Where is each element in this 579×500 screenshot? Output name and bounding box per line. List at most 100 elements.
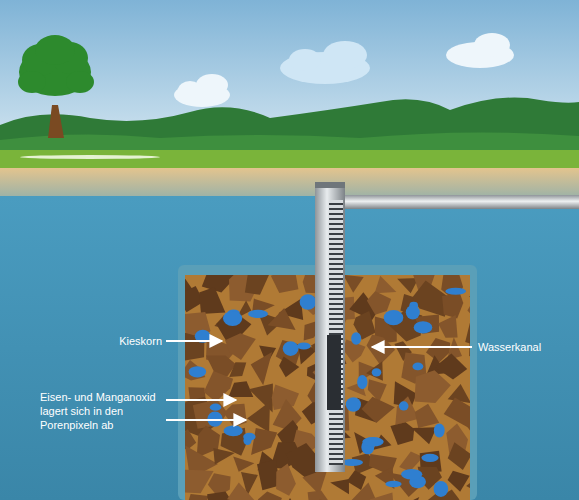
gravel-grain	[282, 498, 298, 500]
gravel-grain	[227, 482, 260, 500]
gravel-grain	[465, 316, 470, 350]
cloud	[280, 41, 370, 84]
water-pore	[357, 375, 367, 389]
water-pore	[283, 341, 299, 356]
gravel-grain	[302, 468, 327, 495]
gravel-grain	[448, 442, 470, 470]
gravel-grain	[412, 427, 437, 444]
water-pore	[300, 294, 317, 310]
gravel-grain	[245, 275, 271, 295]
gravel-grain	[251, 352, 272, 385]
cloud	[446, 33, 514, 68]
leader-arrow	[166, 340, 222, 342]
callout-label: Kieskorn	[112, 334, 162, 348]
gravel-grain	[467, 293, 470, 319]
gravel-grain	[268, 308, 296, 330]
tree-trunk	[48, 105, 64, 138]
gravel-grain	[448, 471, 470, 492]
water-pore	[248, 310, 268, 318]
water-pore	[401, 469, 422, 479]
gravel-grain	[366, 361, 383, 380]
water-pore	[399, 401, 409, 410]
water-pore	[384, 310, 404, 325]
gravel-grain	[330, 479, 349, 494]
gravel-grain	[251, 428, 277, 455]
gravel-grain	[347, 470, 367, 490]
water-pore	[372, 368, 382, 376]
gravel-grain	[185, 470, 214, 494]
gravel-grain	[415, 370, 451, 403]
gravel-grain	[308, 490, 328, 500]
gravel-grain	[229, 362, 246, 377]
tree-crown	[18, 35, 94, 96]
gravel-grain	[370, 493, 395, 500]
gravel-grain	[398, 497, 419, 500]
gravel-grain	[375, 276, 397, 294]
gravel-grain	[247, 401, 270, 432]
gravel-grain	[390, 422, 414, 445]
gravel-grain	[414, 314, 439, 333]
gravel-grain	[225, 333, 256, 360]
water-pore	[413, 363, 424, 371]
gravel-grain	[271, 275, 299, 293]
gravel-grain	[442, 293, 463, 318]
gravel-grain	[343, 275, 364, 293]
gravel-grain	[395, 396, 418, 425]
water-pore	[414, 321, 433, 333]
well-cap	[315, 182, 345, 188]
cloud	[174, 74, 230, 107]
gravel-grain	[276, 464, 296, 496]
gravel-grain	[279, 356, 299, 377]
grass	[0, 150, 579, 168]
water-pore	[351, 332, 361, 344]
gravel-grain	[466, 472, 470, 494]
pump	[327, 335, 341, 410]
gravel-grain	[468, 482, 470, 500]
sky	[0, 0, 579, 160]
gravel-grain	[349, 483, 377, 500]
water-pore	[434, 481, 449, 497]
leader-arrow	[372, 346, 472, 348]
leader-arrow	[166, 419, 246, 421]
gravel-grain	[467, 426, 470, 444]
filter-screen	[329, 200, 343, 465]
gravel-grain	[319, 499, 347, 500]
water-pore	[362, 437, 383, 447]
water-pore	[223, 311, 242, 326]
gravel-grain	[199, 287, 225, 314]
water-pore	[421, 454, 438, 462]
groundwater	[0, 196, 579, 500]
water-pore	[445, 288, 466, 295]
gravel-grain	[438, 315, 458, 338]
callout-label: Wasserkanal	[478, 340, 574, 354]
gravel-grain	[469, 275, 470, 300]
path	[20, 155, 160, 159]
water-pore	[243, 433, 255, 441]
gravel-grain	[258, 492, 282, 500]
gravel-grain	[185, 494, 209, 500]
sand-layer	[0, 168, 579, 196]
water-pore	[346, 397, 361, 412]
gravel-grain	[185, 360, 205, 380]
gravel-grain	[233, 457, 254, 472]
gravel-grain	[415, 404, 440, 428]
water-pore	[210, 404, 221, 411]
water-pore	[406, 305, 420, 319]
outlet-pipe	[340, 195, 579, 209]
water-pore	[189, 366, 207, 377]
callout-label: Eisen- und Manganoxid lagert sich in den…	[40, 390, 164, 432]
water-pore	[297, 342, 311, 349]
gravel-grain	[224, 404, 247, 427]
gravel-grain	[193, 399, 228, 429]
leader-arrow	[166, 399, 236, 401]
water-pore	[224, 425, 243, 436]
gravel-grain	[368, 379, 387, 402]
water-pore	[385, 481, 401, 487]
gravel-grain	[444, 397, 470, 428]
gravel-grain	[362, 397, 395, 423]
gravel-grain	[213, 448, 235, 465]
well-pipe	[315, 182, 345, 472]
water-pore	[434, 424, 445, 438]
gravel-grain	[367, 291, 391, 315]
gravel-grain	[367, 335, 396, 365]
